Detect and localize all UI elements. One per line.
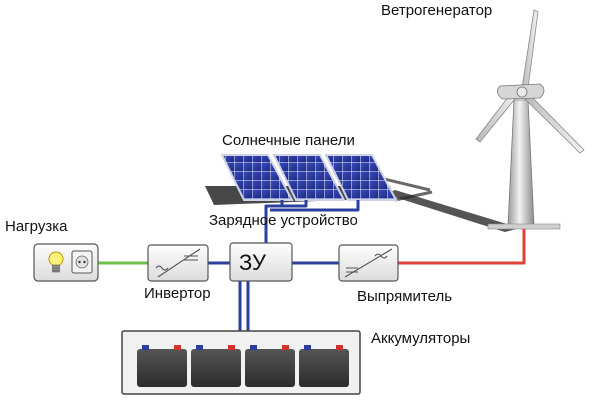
charger-label: Зарядное устройство — [209, 212, 358, 229]
wire-panel-2 — [272, 200, 308, 208]
socket-icon — [71, 250, 93, 274]
inverter-label: Инвертор — [144, 285, 211, 302]
solar-panels — [220, 154, 398, 201]
charger-box-text: ЗУ — [239, 250, 267, 275]
ac-to-dc-icon — [344, 248, 393, 278]
solar-panel-2 — [272, 154, 346, 201]
load-label: Нагрузка — [5, 218, 68, 235]
battery-2 — [191, 345, 241, 387]
battery-tray — [121, 330, 361, 395]
load-box — [33, 243, 99, 282]
wind-turbine-shadow — [379, 176, 520, 232]
dc-to-ac-icon — [155, 248, 201, 278]
rectifier-label: Выпрямитель — [357, 288, 453, 305]
wire-rectifier-wind — [398, 229, 526, 265]
battery-1 — [137, 345, 187, 387]
rectifier-box — [338, 244, 399, 282]
bulb-icon — [48, 251, 64, 273]
wind-generator-label: Ветрогенератор — [381, 2, 493, 19]
inverter-box — [147, 244, 209, 282]
wind-turbine — [475, 9, 585, 230]
charger-box — [229, 242, 293, 282]
wire-panel-3 — [270, 200, 360, 212]
solar-panels-label: Солнечные панели — [222, 132, 355, 149]
battery-4 — [299, 345, 349, 387]
solar-panel-3 — [324, 154, 398, 201]
batteries-label: Аккумуляторы — [371, 330, 471, 347]
battery-3 — [245, 345, 295, 387]
solar-panel-1 — [220, 154, 294, 201]
